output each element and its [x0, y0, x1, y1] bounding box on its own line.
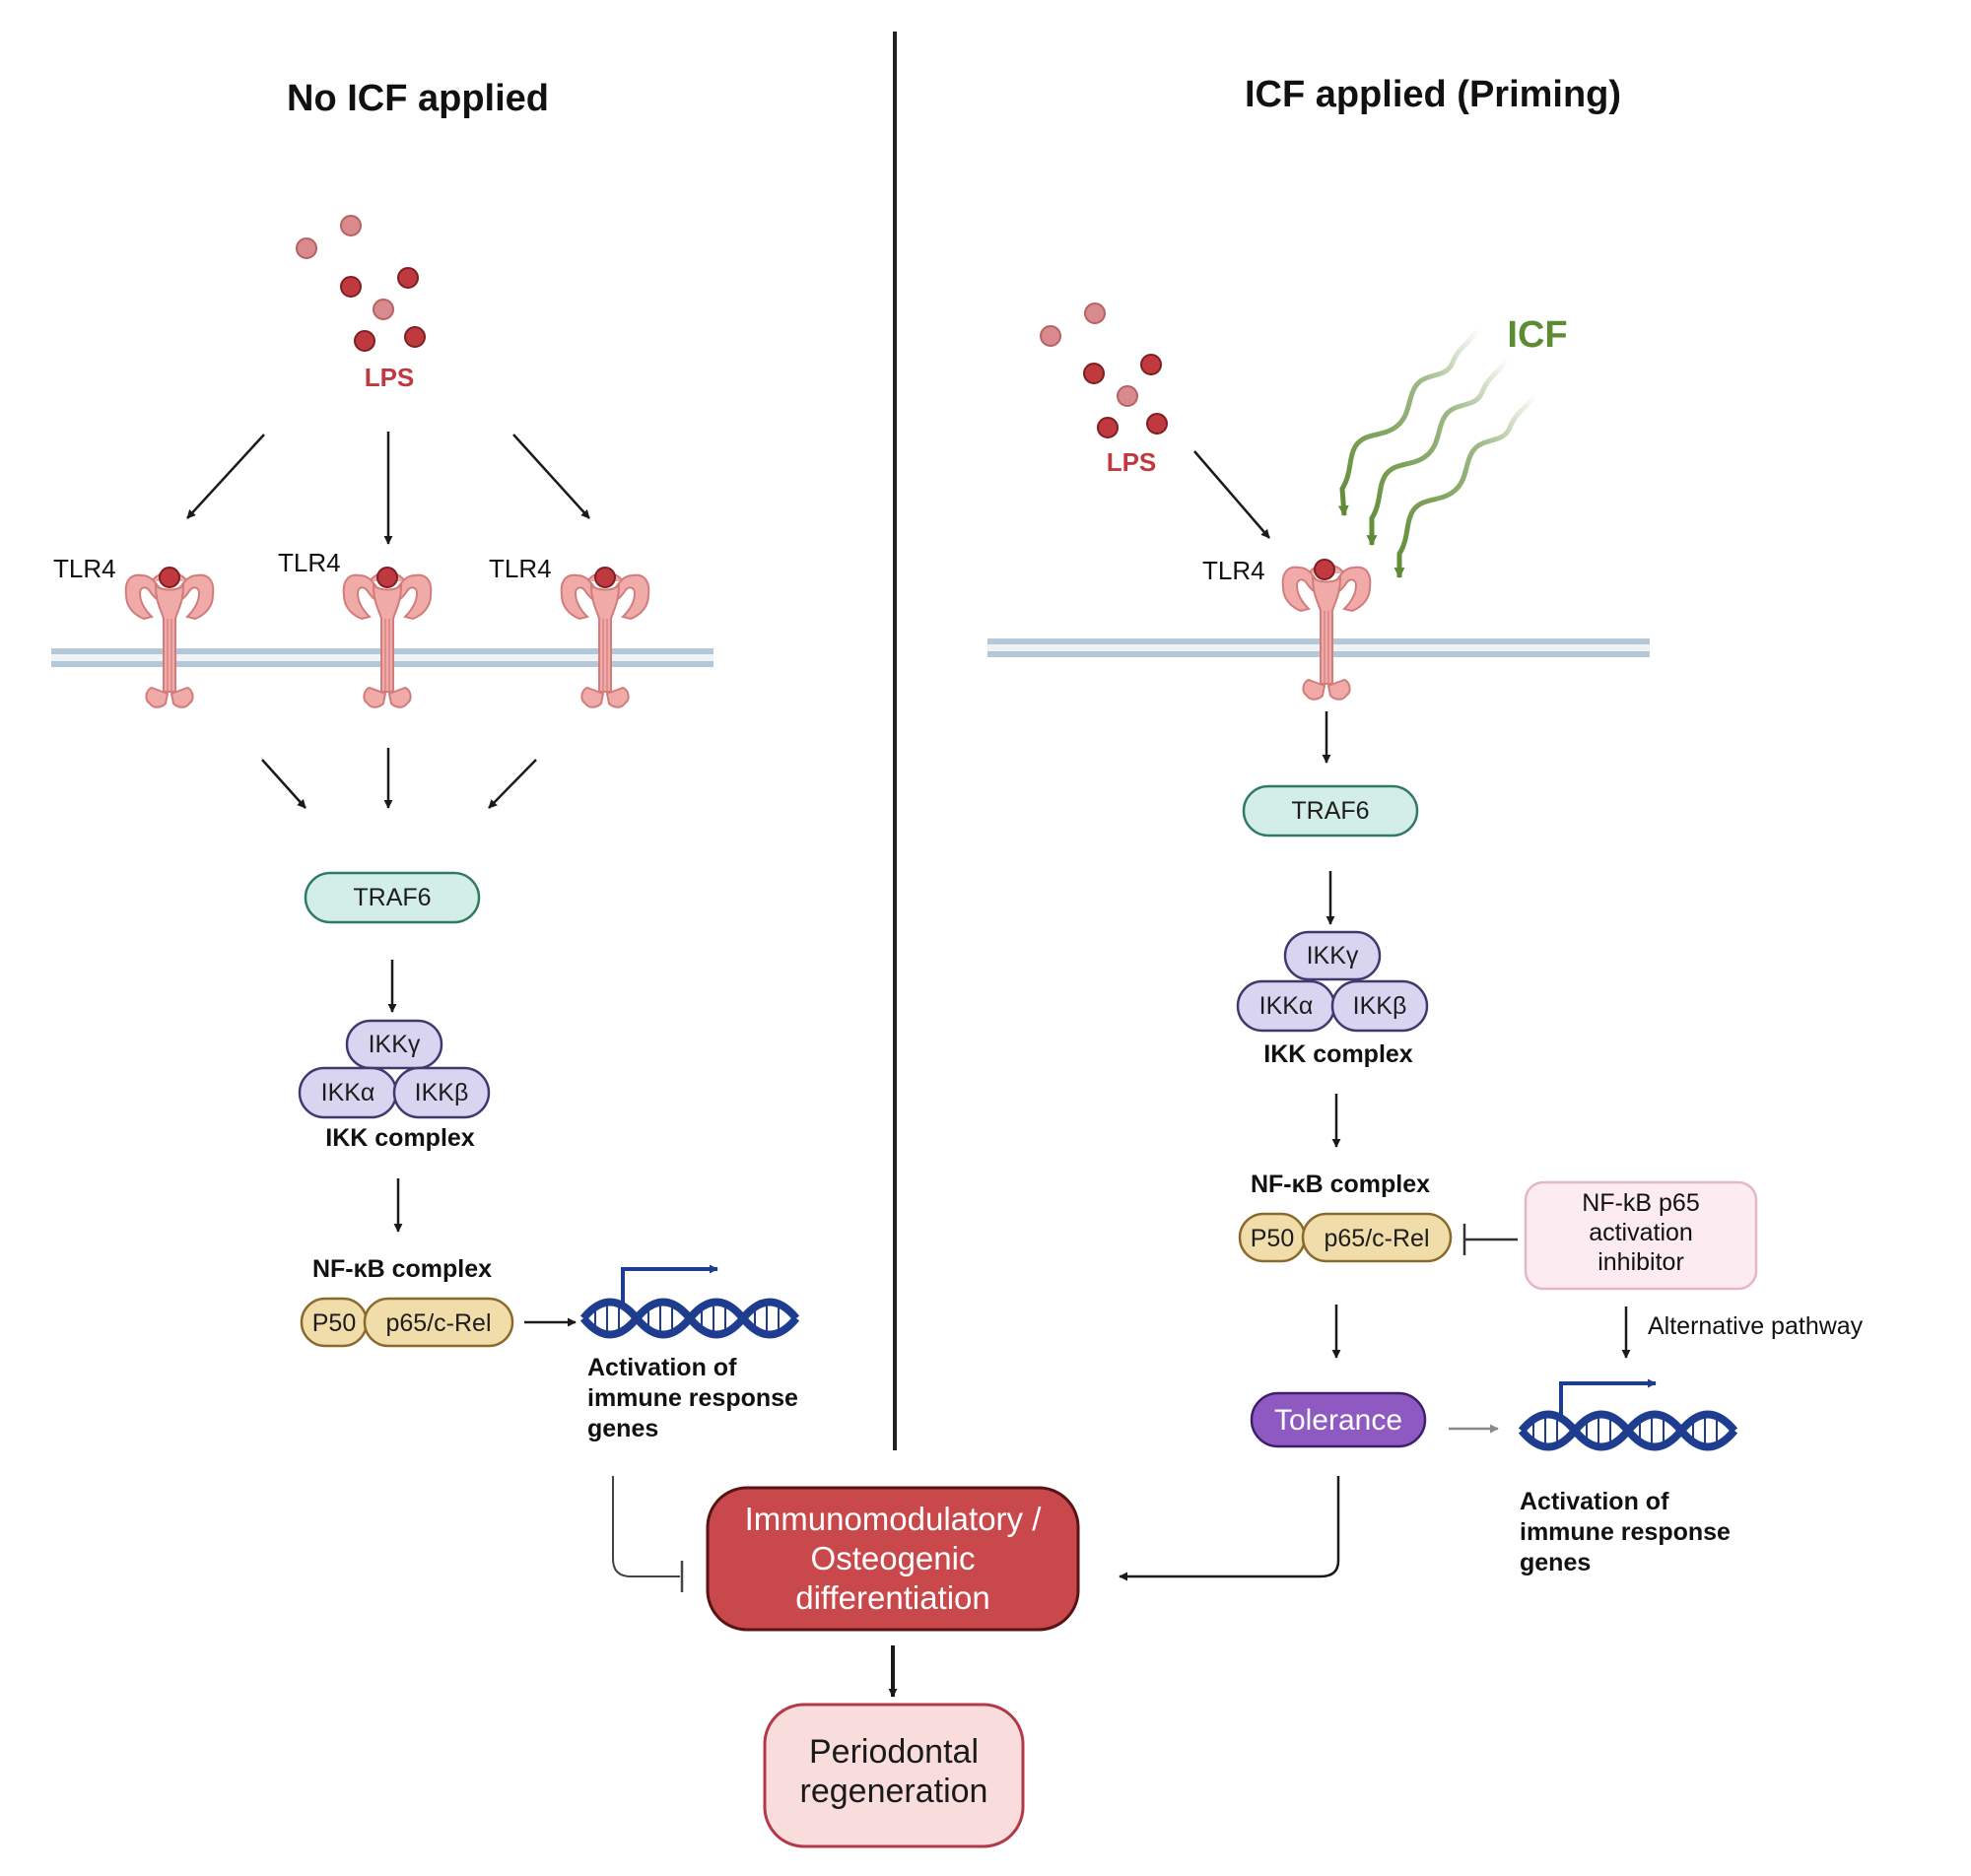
- right-lps-label: LPS: [1107, 447, 1157, 477]
- bound-lps: [376, 567, 398, 588]
- bound-lps: [594, 567, 616, 588]
- tlr4-label: TLR4: [489, 554, 552, 583]
- arrow-lps-tlr4-right: [1193, 450, 1270, 539]
- left-traf6-label: TRAF6: [353, 884, 431, 911]
- right-p50-label: P50: [1251, 1225, 1294, 1252]
- right-traf6-label: TRAF6: [1291, 797, 1369, 825]
- left-ikk-alpha-label: IKKα: [321, 1079, 375, 1106]
- bound-lps: [159, 567, 180, 588]
- right-lps-cluster: [1040, 302, 1168, 438]
- left-traf6-box: [304, 871, 481, 924]
- left-dna-icon: [583, 1303, 796, 1335]
- left-nfkb-label: NF-κB complex: [312, 1255, 492, 1283]
- left-p50-label: P50: [312, 1309, 356, 1337]
- left-ikk-gamma-label: IKKγ: [369, 1031, 421, 1058]
- periodontal-regeneration-box: [763, 1703, 1025, 1848]
- tlr4-receptor: [342, 571, 433, 708]
- regen-line2: regeneration: [800, 1773, 988, 1810]
- left-activation-line1: Activation of: [587, 1354, 737, 1381]
- inhibitor-line2: activation: [1589, 1219, 1693, 1246]
- left-ikk-complex-label: IKK complex: [325, 1124, 475, 1152]
- right-p65-label: p65/c-Rel: [1325, 1225, 1430, 1252]
- lps-particle: [397, 267, 419, 289]
- inhibitor-line1: NF-kB p65: [1582, 1189, 1699, 1217]
- icf-label: ICF: [1507, 314, 1567, 356]
- lps-particle: [1040, 325, 1061, 347]
- tlr4-receptor: [124, 571, 215, 708]
- right-dna-icon: [1522, 1415, 1734, 1447]
- tlr4-label: TLR4: [278, 548, 341, 577]
- lps-particle: [404, 326, 426, 348]
- right-activation-line1: Activation of: [1520, 1488, 1669, 1515]
- tolerance-label: Tolerance: [1274, 1404, 1402, 1437]
- icf-wave: [1393, 392, 1538, 579]
- lps-particle: [1146, 413, 1168, 435]
- right-cell-membrane: [987, 638, 1650, 657]
- tolerance-to-immuno-connector: [1119, 1476, 1340, 1581]
- right-ikk-beta: [1330, 979, 1429, 1033]
- lps-particle: [1083, 363, 1105, 384]
- arrow-lps-tlr4-c: [512, 434, 590, 519]
- immuno-line1: Immunomodulatory /: [745, 1501, 1043, 1537]
- left-ikk-beta: [392, 1066, 491, 1119]
- tlr4-receptor: [560, 571, 650, 708]
- left-transcription-arrow: [621, 1264, 718, 1303]
- tolerance-box: [1250, 1391, 1427, 1448]
- left-ikk-beta-label: IKKβ: [415, 1079, 469, 1106]
- lps-particle: [354, 330, 375, 352]
- left-lps-cluster: [296, 215, 426, 352]
- right-nfkb-label: NF-κB complex: [1251, 1171, 1430, 1198]
- left-inhibition-connector: [612, 1476, 680, 1577]
- left-lps-label: LPS: [365, 363, 415, 392]
- left-activation-line3: genes: [587, 1415, 658, 1442]
- tlr4-label: TLR4: [53, 554, 116, 583]
- right-activation-line3: genes: [1520, 1549, 1591, 1576]
- right-p65: [1301, 1212, 1453, 1263]
- left-activation-line2: immune response: [587, 1384, 798, 1412]
- lps-particle: [1084, 302, 1106, 324]
- icf-wave: [1337, 327, 1481, 517]
- lps-particle: [340, 215, 362, 236]
- lps-particle: [1117, 385, 1138, 407]
- immuno-line2: Osteogenic: [811, 1540, 976, 1576]
- immuno-line3: differentiation: [795, 1579, 990, 1616]
- arrow-lps-tlr4-a: [186, 434, 265, 519]
- immuno-osteo-box: [706, 1486, 1080, 1632]
- left-title: No ICF applied: [287, 78, 549, 119]
- tlr4-receptor: [1281, 564, 1372, 701]
- regen-line1: Periodontal: [809, 1733, 979, 1771]
- left-p65-label: p65/c-Rel: [386, 1309, 492, 1337]
- left-ikk-gamma: [345, 1019, 443, 1070]
- lps-particle: [1097, 417, 1119, 438]
- icf-wave: [1366, 357, 1511, 547]
- bound-lps: [1314, 559, 1335, 580]
- right-title: ICF applied (Priming): [1245, 74, 1621, 115]
- arrow-tlr4-traf6-a: [261, 759, 306, 809]
- inhibitor-box: [1524, 1180, 1758, 1291]
- right-ikk-beta-label: IKKβ: [1353, 992, 1407, 1020]
- right-traf6-box: [1242, 784, 1419, 838]
- inhibitor-line3: inhibitor: [1597, 1248, 1684, 1276]
- alternative-pathway-label: Alternative pathway: [1648, 1312, 1864, 1340]
- lps-particle: [1140, 354, 1162, 375]
- right-activation-line2: immune response: [1520, 1518, 1731, 1546]
- arrow-tlr4-traf6-c: [488, 759, 537, 809]
- lps-particle: [296, 237, 317, 259]
- lps-particle: [373, 299, 394, 320]
- tlr4-label: TLR4: [1202, 556, 1265, 585]
- right-ikk-complex-label: IKK complex: [1263, 1040, 1413, 1068]
- right-transcription-arrow: [1559, 1378, 1657, 1415]
- right-ikk-gamma: [1283, 930, 1382, 981]
- left-p65: [363, 1297, 514, 1348]
- right-ikk-alpha-label: IKKα: [1259, 992, 1314, 1020]
- lps-particle: [340, 276, 362, 298]
- right-ikk-gamma-label: IKKγ: [1307, 942, 1359, 970]
